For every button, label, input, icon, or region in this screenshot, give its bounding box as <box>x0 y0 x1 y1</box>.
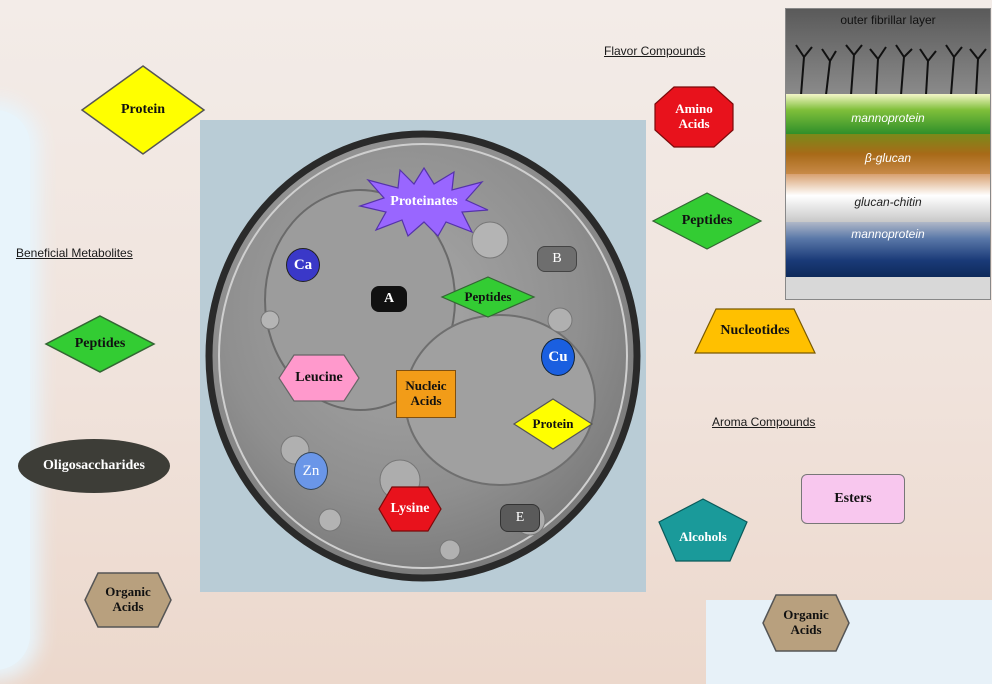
peptides-left-label: Peptides <box>75 336 126 352</box>
peptides-cell-label: Peptides <box>465 290 512 305</box>
protein-left-label: Protein <box>121 102 165 118</box>
label-beta-glucan: β-glucan <box>786 151 990 165</box>
alcohols-label: Alcohols <box>679 516 727 545</box>
vitamin-b-badge: B <box>537 246 577 272</box>
cell-wall-layers-panel: outer fibrillar layer mannoprotein β-glu… <box>785 8 991 300</box>
label-mannoprotein-inner: mannoprotein <box>786 227 990 241</box>
heading-aroma-compounds: Aroma Compounds <box>712 415 815 429</box>
lysine-label: Lysine <box>391 501 430 517</box>
calcium-circle: Ca <box>286 248 320 282</box>
alcohols-pentagon: Alcohols <box>658 498 748 562</box>
heading-beneficial-metabolites: Beneficial Metabolites <box>16 246 133 260</box>
vitamin-e-badge: E <box>500 504 540 532</box>
nucleic-acids-label: Nucleic Acids <box>401 379 451 409</box>
protein-cell-label: Protein <box>533 417 574 432</box>
organic-acids-right-label: Organic Acids <box>776 608 836 638</box>
label-outer-fibrillar-layer: outer fibrillar layer <box>786 13 990 27</box>
proteinates-starburst: Proteinates <box>358 166 490 238</box>
oligosaccharides-ellipse: Oligosaccharides <box>17 438 171 494</box>
zinc-circle: Zn <box>294 452 328 490</box>
nucleotides-label: Nucleotides <box>720 323 789 339</box>
lysine-hexagon: Lysine <box>378 486 442 532</box>
peptides-right-label: Peptides <box>682 213 733 229</box>
heading-flavor-compounds: Flavor Compounds <box>604 44 705 58</box>
leucine-hexagon: Leucine <box>278 354 360 402</box>
label-mannoprotein-outer: mannoprotein <box>786 111 990 125</box>
leucine-label: Leucine <box>295 370 342 386</box>
nucleotides-trapezoid: Nucleotides <box>694 308 816 354</box>
organic-acids-hexagon-right: Organic Acids <box>762 594 850 652</box>
protein-diamond-left: Protein <box>80 64 206 156</box>
proteinates-label: Proteinates <box>390 194 457 210</box>
amino-acids-octagon: Amino Acids <box>654 86 734 148</box>
esters-box: Esters <box>801 474 905 524</box>
left-glow-accent <box>0 110 30 670</box>
oligosaccharides-label: Oligosaccharides <box>43 458 145 474</box>
peptides-diamond-cell: Peptides <box>441 276 535 318</box>
vitamin-a-badge: A <box>371 286 407 312</box>
wall-footer-band <box>786 277 990 300</box>
protein-diamond-cell: Protein <box>513 398 593 450</box>
organic-acids-left-label: Organic Acids <box>98 585 158 615</box>
peptides-diamond-right: Peptides <box>652 192 762 250</box>
amino-acids-label: Amino Acids <box>666 102 722 132</box>
peptides-diamond-left: Peptides <box>44 314 156 374</box>
fibril-strands-icon <box>786 37 991 97</box>
esters-label: Esters <box>834 491 871 507</box>
organic-acids-hexagon-left: Organic Acids <box>84 572 172 628</box>
nucleic-acids-box: Nucleic Acids <box>396 370 456 418</box>
label-glucan-chitin: glucan-chitin <box>786 195 990 209</box>
copper-circle: Cu <box>541 338 575 376</box>
